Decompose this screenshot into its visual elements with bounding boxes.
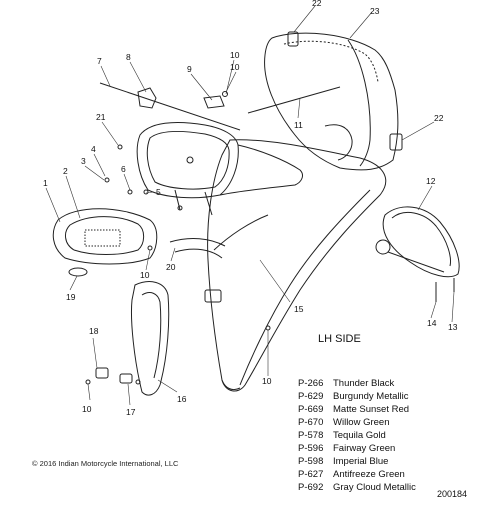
legend-code: P-669 [298,404,323,415]
trim-pieces [169,238,226,303]
glovebox-lid [52,208,158,277]
callout-5: 5 [156,187,161,197]
callout-10-upper-mid: 10 [230,62,240,72]
callout-22-right: 22 [434,113,444,123]
legend-name: Burgundy Metallic [333,391,409,402]
callout-2: 2 [63,166,68,176]
callout-14: 14 [427,318,437,328]
callout-23: 23 [370,6,380,16]
gauge-housing [136,121,303,216]
callout-10-bottom: 10 [82,404,92,414]
legend-code: P-266 [298,378,323,389]
legend-code: P-596 [298,443,323,454]
legend-code: P-627 [298,469,323,480]
callout-3: 3 [81,156,86,166]
callout-17: 17 [126,407,136,417]
callout-1: 1 [43,178,48,188]
fairing-inner-body [207,124,387,392]
legend-name: Thunder Black [333,378,395,389]
legend-name: Matte Sunset Red [333,404,409,415]
callout-16: 16 [177,394,187,404]
callout-21: 21 [96,112,106,122]
grommets [287,31,403,151]
color-legend: P-266 Thunder Black P-629 Burgundy Metal… [298,378,416,493]
legend-code: P-670 [298,417,323,428]
side-label: LH SIDE [318,333,361,345]
callout-8: 8 [126,52,131,62]
callout-10-top: 10 [230,50,240,60]
legend-name: Willow Green [333,417,390,428]
brackets [137,87,228,109]
callout-22-top: 22 [312,0,322,8]
legend-code: P-692 [298,482,323,493]
callout-20: 20 [166,262,176,272]
callout-12: 12 [426,176,436,186]
callout-4: 4 [91,144,96,154]
callout-11: 11 [294,120,303,130]
legend-code: P-629 [298,391,323,402]
callout-15: 15 [294,304,304,314]
mirror-assembly [375,206,460,302]
callout-10-center: 10 [262,376,272,386]
legend-name: Fairway Green [333,443,395,454]
legend-name: Gray Cloud Metallic [333,482,416,493]
callout-numbers: 1 2 3 4 5 6 7 8 9 10 10 10 10 10 11 12 1… [43,0,458,417]
legend-name: Imperial Blue [333,456,388,467]
callout-13: 13 [448,322,458,332]
support-rods [99,82,341,131]
copyright-text: © 2016 Indian Motorcycle International, … [32,459,179,468]
storage-pocket [95,281,170,396]
legend-code: P-598 [298,456,323,467]
leader-lines [45,5,455,406]
callout-7: 7 [97,56,102,66]
legend-code: P-578 [298,430,323,441]
callout-19: 19 [66,292,76,302]
legend-name: Antifreeze Green [333,469,405,480]
legend-name: Tequila Gold [333,430,386,441]
callout-6: 6 [121,164,126,174]
callout-9: 9 [187,64,192,74]
callout-18: 18 [89,326,99,336]
diagram-number: 200184 [437,489,467,499]
fasteners [85,144,271,385]
callout-10-left: 10 [140,270,150,280]
windshield [264,32,399,171]
